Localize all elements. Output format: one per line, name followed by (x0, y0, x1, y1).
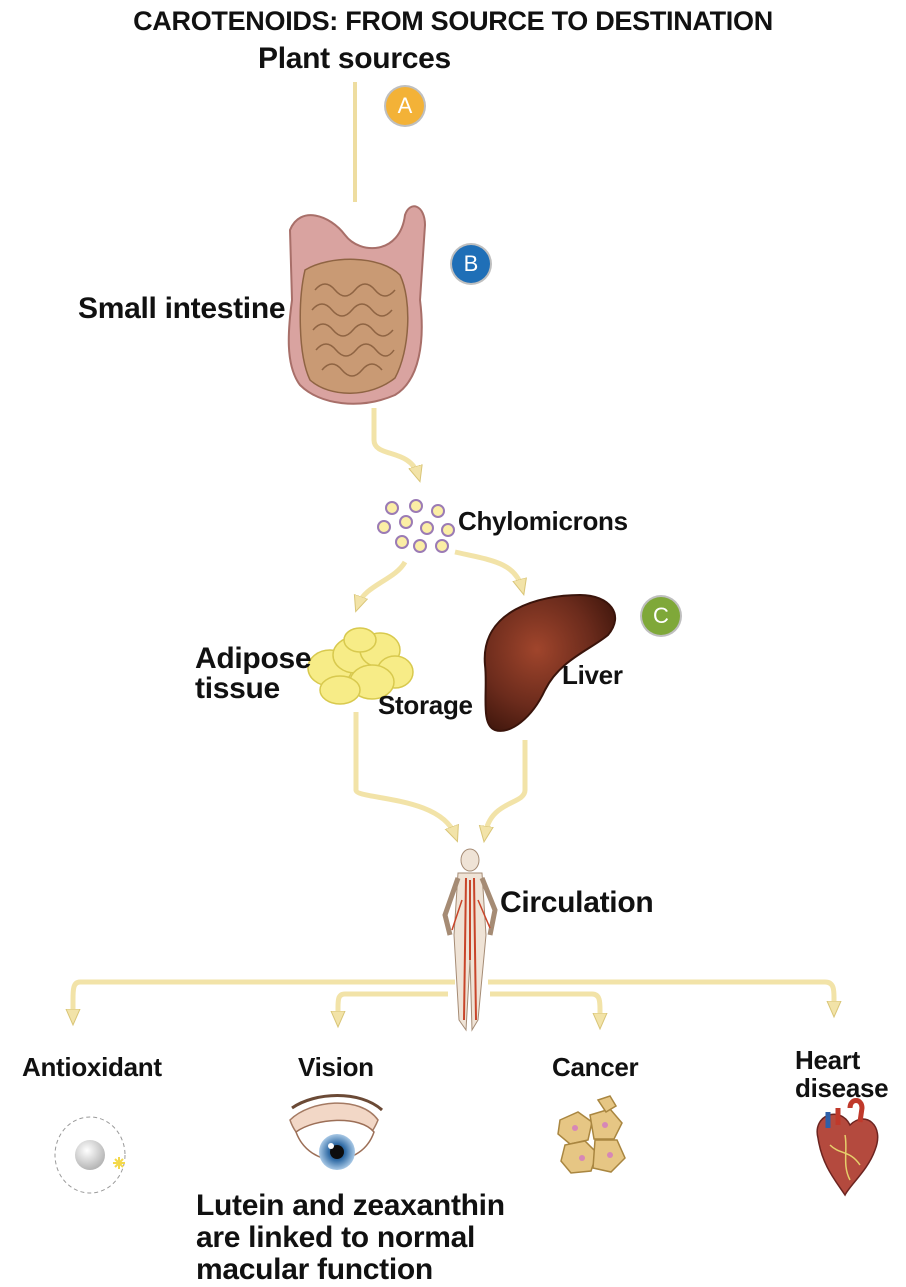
arrow-liver-to-circulation (485, 740, 525, 835)
branch-to-cancer (490, 994, 600, 1022)
branch-to-antioxidant (73, 982, 455, 1018)
vision-note-line3: macular function (196, 1254, 505, 1286)
vision-note-line1: Lutein and zeaxanthin (196, 1190, 505, 1222)
badge-c-letter: C (653, 603, 669, 628)
arrow-chylomicrons-to-liver (455, 552, 522, 588)
badge-b-letter: B (464, 251, 479, 276)
badge-b: B (452, 245, 490, 283)
heart-disease-label-line2: disease (795, 1074, 888, 1102)
eye-icon (290, 1096, 382, 1171)
arrow-chylomicrons-to-adipose (358, 562, 405, 605)
diagram-title: CAROTENOIDS: FROM SOURCE TO DESTINATION (0, 6, 906, 37)
storage-label: Storage (378, 690, 473, 721)
branch-to-vision (338, 994, 448, 1020)
human-figure-illustration (445, 849, 495, 1030)
chylomicron-particles (378, 500, 454, 552)
vision-note: Lutein and zeaxanthin are linked to norm… (196, 1190, 505, 1286)
heart-icon (817, 1101, 878, 1196)
badge-a-letter: A (398, 93, 413, 118)
small-intestine-label: Small intestine (78, 292, 285, 326)
vision-label: Vision (298, 1052, 374, 1083)
heart-disease-label: Heart disease (795, 1046, 888, 1102)
cancer-label: Cancer (552, 1052, 638, 1083)
badge-a: A (386, 87, 424, 125)
circulation-label: Circulation (500, 886, 653, 920)
adipose-tissue-label-line1: Adipose (195, 644, 311, 674)
heart-disease-label-line1: Heart (795, 1046, 888, 1074)
small-intestine-illustration (289, 206, 425, 403)
plant-sources-label: Plant sources (258, 42, 451, 76)
chylomicrons-label: Chylomicrons (458, 506, 628, 537)
cancer-cells-icon (558, 1096, 625, 1173)
vision-note-line2: are linked to normal (196, 1222, 505, 1254)
antioxidant-icon (55, 1117, 125, 1193)
antioxidant-label: Antioxidant (22, 1052, 162, 1083)
badge-c: C (642, 597, 680, 635)
arrow-adipose-to-circulation (356, 712, 455, 835)
arrow-intestine-to-chylomicrons (374, 408, 418, 475)
liver-label: Liver (562, 660, 623, 691)
adipose-tissue-label-line2: tissue (195, 674, 311, 704)
adipose-tissue-label: Adipose tissue (195, 644, 311, 704)
